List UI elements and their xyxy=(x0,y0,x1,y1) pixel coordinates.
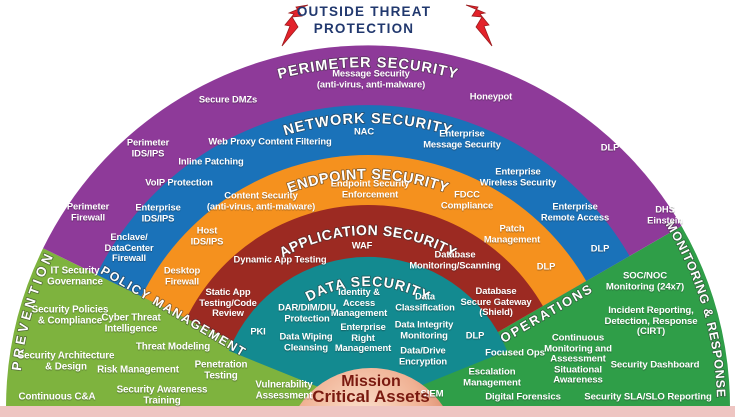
perimeter-security-item: DLP xyxy=(600,141,620,153)
operations-item: SIEM xyxy=(420,388,444,400)
monitoring-response-item: Incident Reporting,Detection, Response(C… xyxy=(604,305,698,338)
monitoring-response-item: Security Dashboard xyxy=(610,359,700,371)
prevention-item: Security Architecture& Design xyxy=(17,350,115,372)
policy-management-item: Risk Management xyxy=(97,364,179,376)
outside-threat-title-line2: PROTECTION xyxy=(313,21,415,36)
core-label-line2: Critical Assets xyxy=(312,387,430,406)
application-security-item: WAF xyxy=(351,239,373,251)
mission-critical-assets-sphere xyxy=(292,368,450,417)
data-security-item: PKI xyxy=(250,325,266,337)
core-label-line1: Mission xyxy=(341,373,401,390)
network-security-item: DLP xyxy=(590,242,610,254)
network-security-item: NAC xyxy=(353,125,375,137)
data-security-item: DLP xyxy=(465,329,485,341)
base-strip xyxy=(0,406,735,417)
operations-item: Focused Ops xyxy=(485,347,545,359)
mission-critical-assets-label: Mission Critical Assets xyxy=(312,373,430,406)
prevention-item: Security Policies& Compliance xyxy=(31,304,109,326)
perimeter-security-item: Honeypot xyxy=(469,90,513,102)
endpoint-security-item: DLP xyxy=(536,260,556,272)
application-security-item: Dynamic App Testing xyxy=(233,253,327,265)
monitoring-response-item: Security SLA/SLO Reporting xyxy=(584,391,712,403)
perimeter-security-item: Message Security(anti-virus, anti-malwar… xyxy=(316,67,426,89)
outside-threat-title-line1: OUTSIDE THREAT xyxy=(296,4,432,19)
operations-item: Digital Forensics xyxy=(485,391,561,403)
network-security-item: VoIP Protection xyxy=(145,176,213,188)
network-security-item: Web Proxy Content Filtering xyxy=(208,135,332,147)
prevention-item: Continuous C&A xyxy=(18,391,96,403)
lightning-left-icon xyxy=(281,4,309,47)
policy-management-item: Threat Modeling xyxy=(135,341,211,353)
network-security-item: Inline Patching xyxy=(178,155,244,167)
lightning-right-icon xyxy=(465,4,493,47)
data-security-ring-shape xyxy=(228,256,508,407)
perimeter-security-item: Secure DMZs xyxy=(198,93,258,105)
endpoint-security-item: Content Security(anti-virus, anti-malwar… xyxy=(206,189,316,211)
